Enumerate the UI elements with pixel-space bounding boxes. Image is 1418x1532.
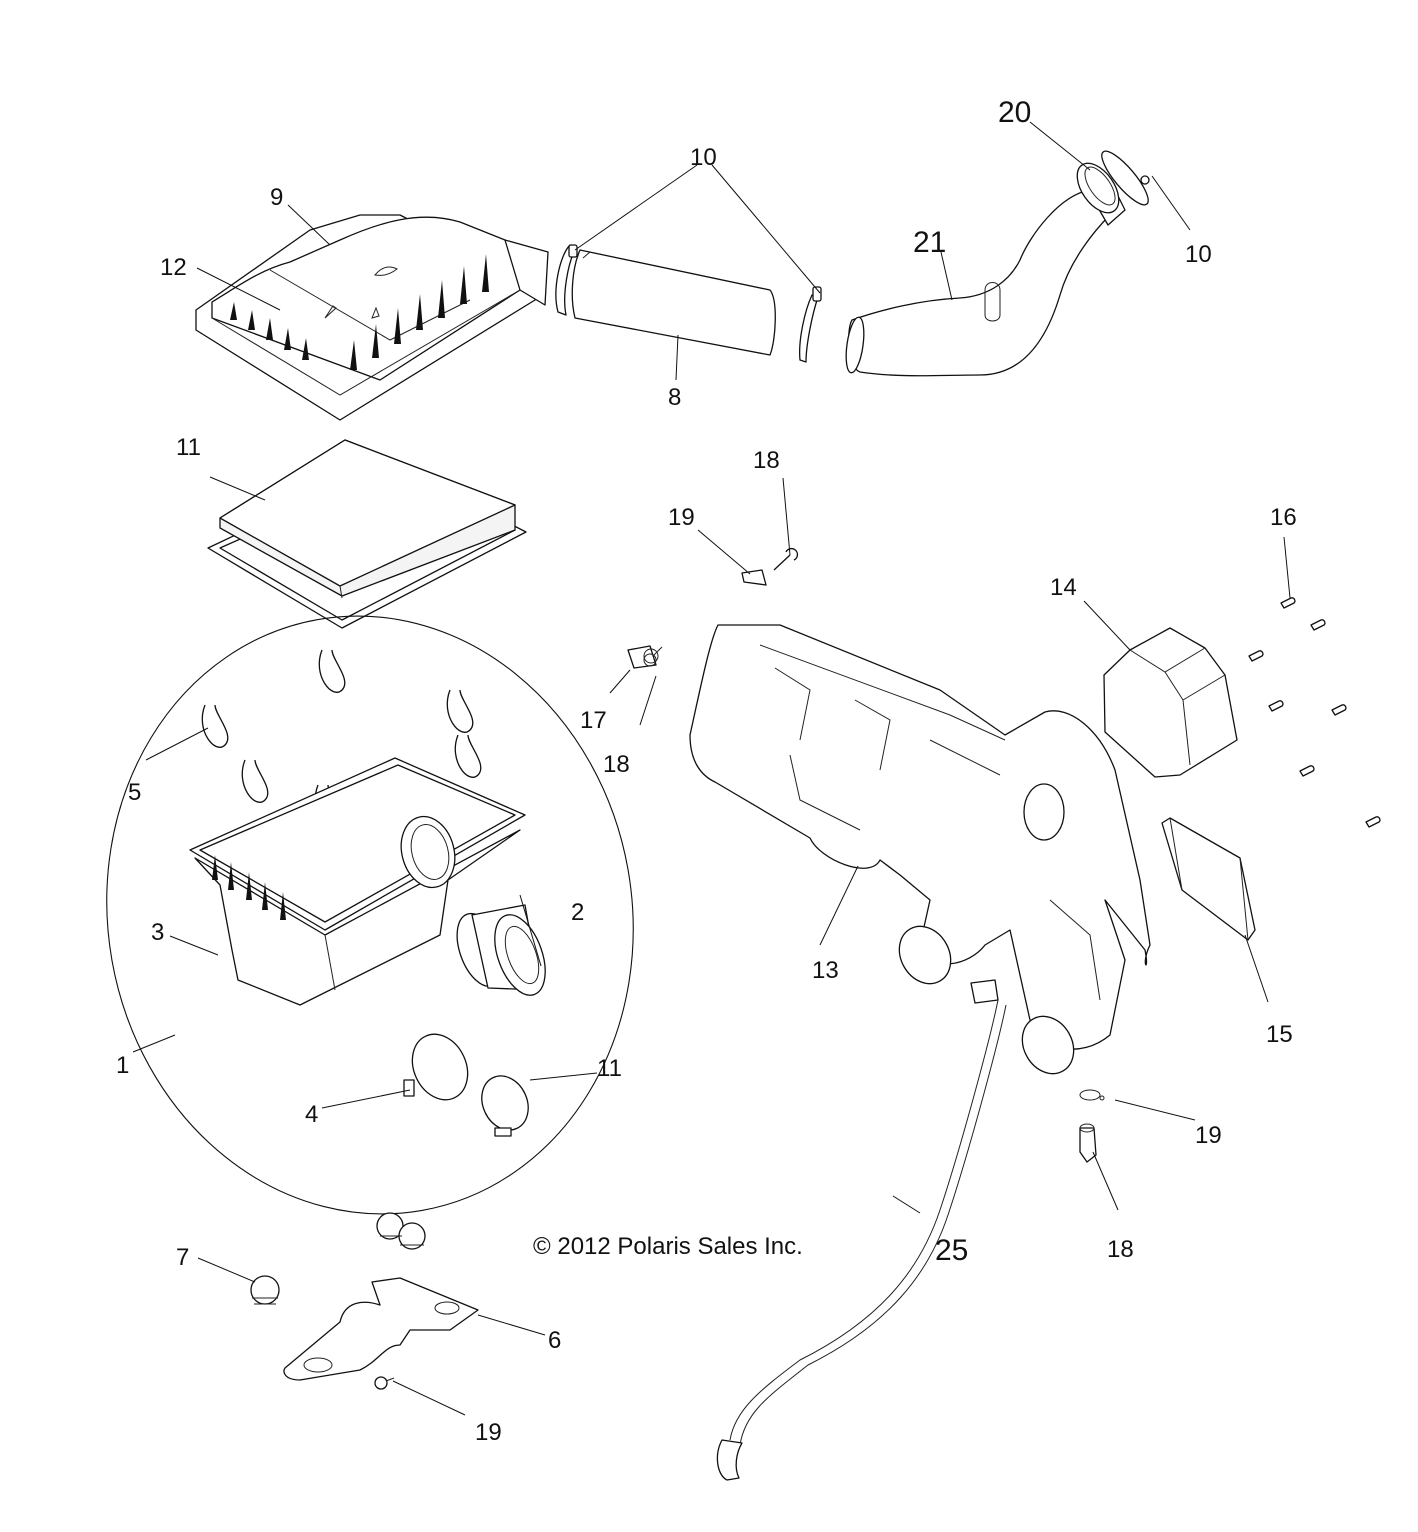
- callout-4: 4: [305, 1101, 318, 1128]
- retainer-clip: [741, 569, 767, 586]
- cover-ribs: [230, 254, 489, 370]
- screws: [1248, 597, 1381, 828]
- mounting-bracket: [283, 1277, 479, 1381]
- callout-5: 5: [128, 779, 141, 806]
- air-filter: [207, 439, 527, 629]
- callout-14: 13: [812, 957, 839, 984]
- assembly-group-outline: [106, 615, 634, 1215]
- callout-6: 6: [548, 1327, 561, 1354]
- callout-3: 3: [151, 919, 164, 946]
- callout-16: 15: [1266, 1021, 1293, 1048]
- air-box-base: [189, 757, 526, 1006]
- air-box-clips: [201, 649, 482, 828]
- callout-19-upper: 18: [603, 751, 630, 778]
- spring-clamp-lower: [1079, 1089, 1105, 1101]
- callout-22: 19: [475, 1419, 502, 1446]
- callout-23: 20: [998, 96, 1031, 129]
- callout-12: 11: [176, 434, 201, 461]
- callout-8: 8: [668, 384, 681, 411]
- coupler-ring: [1076, 162, 1120, 214]
- callout-9: 9: [270, 184, 283, 211]
- clamp-ring-right: [1101, 150, 1150, 206]
- leader-lines: [132, 121, 1291, 1416]
- bolt: [374, 1376, 395, 1390]
- callout-10-right: 10: [1185, 241, 1212, 268]
- callout-18-upper: 17: [580, 707, 607, 734]
- callout-13: 12: [160, 254, 187, 281]
- hose-clamp: [403, 1033, 469, 1101]
- callout-7: 7: [176, 1244, 189, 1271]
- callout-24: 21: [913, 226, 946, 259]
- callout-labels: 9 12 10 8 20 10 21 11 18 19 16 14 17 18 …: [116, 96, 1297, 1446]
- callout-21: 19: [668, 504, 695, 531]
- intake-duct-tube: [571, 249, 776, 356]
- duct-clamp-right: [799, 286, 822, 363]
- callout-2: 2: [571, 899, 584, 926]
- callout-10: 10: [690, 144, 717, 171]
- push-rivet: [773, 548, 798, 571]
- intake-plenum: [689, 624, 1151, 1075]
- copyright-notice: © 2012 Polaris Sales Inc.: [533, 1233, 803, 1260]
- foam-pad-small: [1161, 817, 1256, 941]
- callout-20: 18: [753, 447, 780, 474]
- spring-clamp-upper: [643, 646, 663, 667]
- callout-15: 14: [1050, 574, 1077, 601]
- foam-pad-large: [1103, 627, 1238, 778]
- duct-clamp-left: [555, 244, 578, 316]
- intake-boot: [456, 904, 546, 996]
- callout-18-lower: 18: [1107, 1236, 1134, 1263]
- boot-clamp: [481, 1075, 529, 1137]
- grommets: [250, 1212, 426, 1305]
- callout-25: 25: [935, 1234, 968, 1267]
- air-box-cover: [195, 214, 549, 421]
- intake-duct-elbow: [845, 179, 1126, 377]
- drain-plug-lower: [1079, 1123, 1097, 1163]
- callout-19-lower: 19: [1195, 1122, 1222, 1149]
- breather-hose: [716, 979, 1007, 1481]
- callout-17: 16: [1270, 504, 1297, 531]
- callout-11: 11: [597, 1055, 622, 1082]
- callout-1: 1: [116, 1052, 129, 1079]
- drain-plug-upper: [627, 645, 659, 669]
